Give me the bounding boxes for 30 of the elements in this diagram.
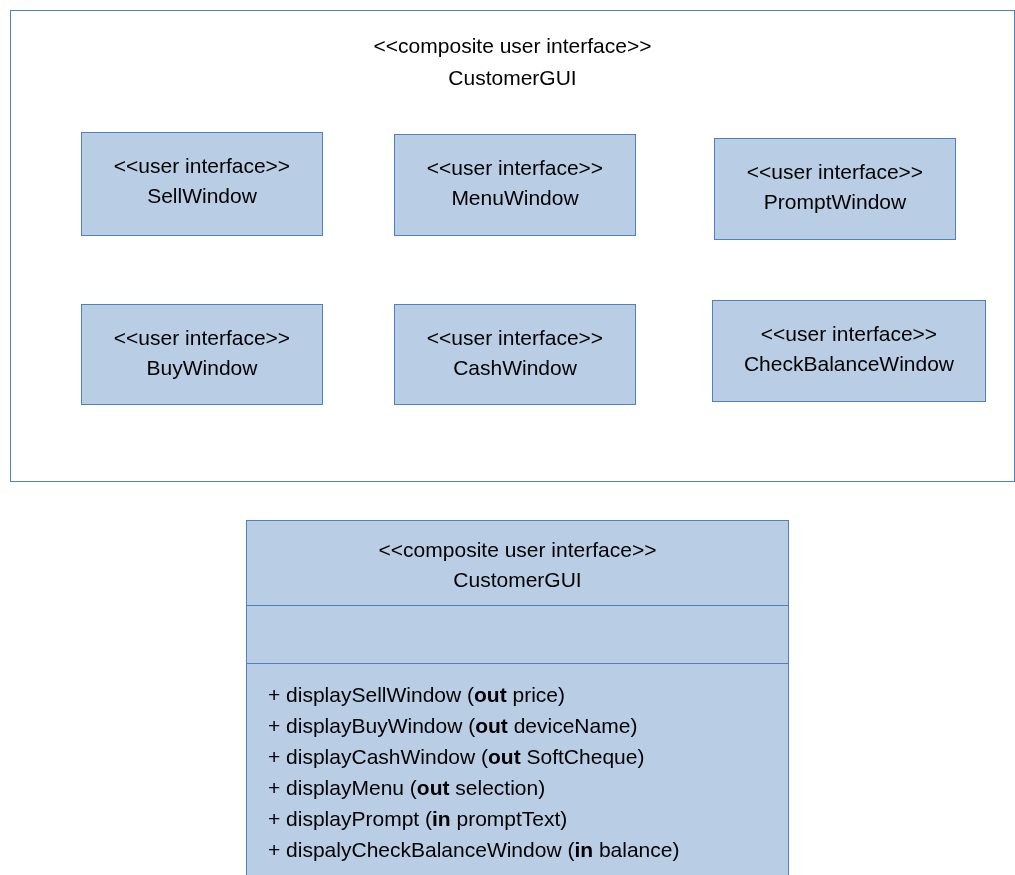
- component-name: SellWindow: [147, 183, 257, 209]
- component-box: [394, 134, 636, 236]
- class-box: [246, 520, 789, 875]
- stereotype-text: <<user interface>>: [113, 325, 291, 351]
- stereotype-text: <<user interface>>: [113, 153, 291, 179]
- operation-text: + displayBuyWindow (out deviceName): [268, 713, 638, 739]
- operation-text: + displayPrompt (in promptText): [268, 806, 568, 832]
- component-box: [712, 300, 986, 402]
- operation-text: + displaySellWindow (out price): [268, 682, 566, 708]
- stereotype-text: <<user interface>>: [760, 321, 938, 347]
- stereotype-text: <<composite user interface>>: [373, 33, 652, 59]
- stereotype-text: <<user interface>>: [746, 159, 924, 185]
- component-box: [394, 304, 636, 405]
- component-name: CashWindow: [453, 355, 577, 381]
- operation-text: + displayMenu (out selection): [268, 775, 546, 801]
- component-name: PromptWindow: [763, 189, 907, 215]
- component-name: MenuWindow: [451, 185, 579, 211]
- component-name: CustomerGUI: [448, 65, 577, 91]
- operation-text: + displayCashWindow (out SoftCheque): [268, 744, 645, 770]
- component-name: CustomerGUI: [453, 567, 582, 593]
- component-box: [81, 304, 323, 405]
- component-box: [714, 138, 956, 240]
- component-name: CheckBalanceWindow: [743, 351, 955, 377]
- component-frame: [10, 10, 1015, 482]
- stereotype-text: <<composite user interface>>: [378, 537, 657, 563]
- component-name: BuyWindow: [146, 355, 258, 381]
- stereotype-text: <<user interface>>: [426, 155, 604, 181]
- stereotype-text: <<user interface>>: [426, 325, 604, 351]
- component-box: [81, 132, 323, 236]
- operation-text: + dispalyCheckBalanceWindow (in balance): [268, 837, 680, 863]
